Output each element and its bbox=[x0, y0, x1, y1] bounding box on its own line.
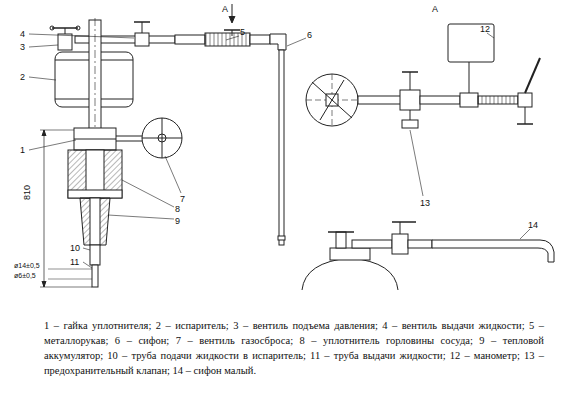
dimension-text: ø14±0,5 bbox=[14, 262, 40, 270]
callout-number: 14 bbox=[528, 220, 538, 230]
callout-number: 11 bbox=[70, 257, 79, 267]
callout-number: 13 bbox=[420, 198, 430, 208]
callout-number: 4 bbox=[20, 29, 25, 39]
dimension-text: 810 bbox=[22, 185, 32, 200]
callout-number: 6 bbox=[307, 30, 312, 40]
callout-number: 5 bbox=[240, 27, 245, 37]
dimension-text: ø6±0,5 bbox=[14, 272, 36, 280]
view-arrow-label: А bbox=[222, 4, 228, 14]
callout-number: 2 bbox=[20, 72, 25, 82]
caption-text: 1 – гайка уплотнителя; 2 – испаритель; 3… bbox=[44, 318, 544, 378]
callout-number: 9 bbox=[175, 216, 180, 226]
callout-number: 7 bbox=[180, 194, 185, 204]
view-label: А bbox=[432, 4, 438, 14]
callout-number: 10 bbox=[70, 243, 80, 253]
callout-number: 3 bbox=[20, 42, 25, 52]
callout-number: 8 bbox=[175, 204, 180, 214]
callout-number: 12 bbox=[480, 24, 490, 34]
callout-number: 1 bbox=[20, 145, 25, 155]
